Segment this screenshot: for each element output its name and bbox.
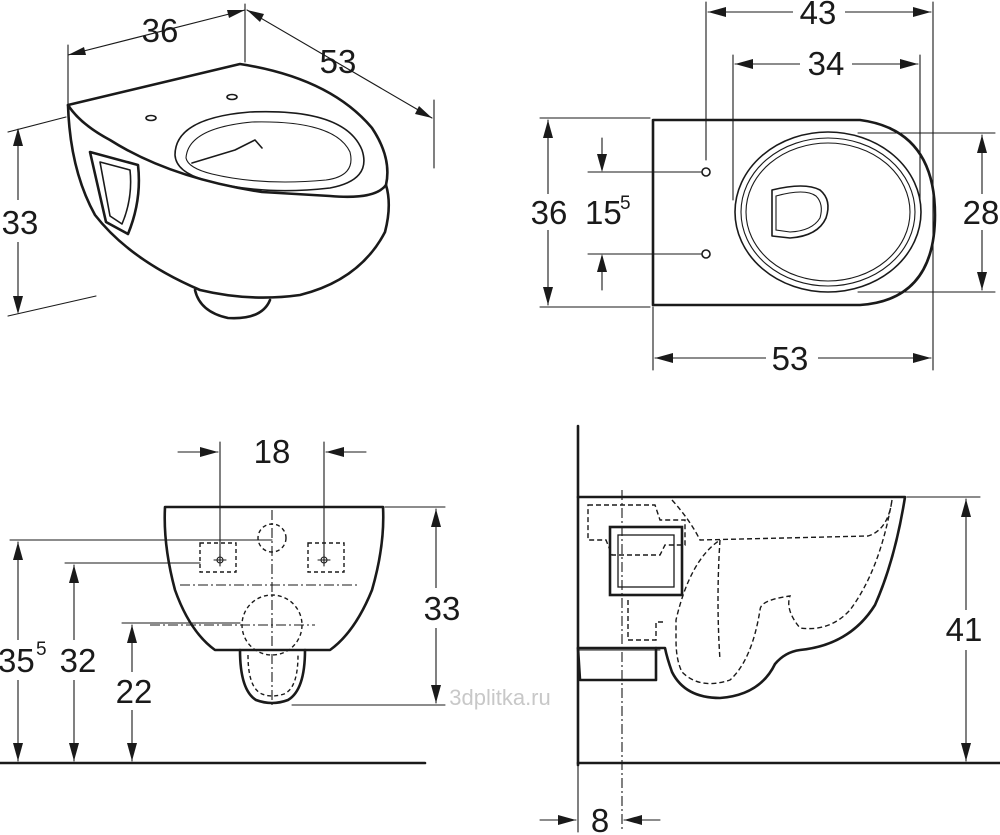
front-bowl-height-label: 33 bbox=[424, 590, 461, 627]
iso-bowl-rim bbox=[174, 110, 365, 192]
top-overall-depth-label: 53 bbox=[772, 340, 809, 377]
top-mount-hole-lower bbox=[701, 249, 711, 259]
top-mount-hole-upper bbox=[701, 167, 711, 177]
side-height-label: 41 bbox=[946, 611, 983, 648]
isometric-view: 36 53 33 bbox=[0, 3, 435, 320]
front-bolt-height-label: 32 bbox=[60, 642, 97, 679]
top-bowl-width-label: 34 bbox=[808, 45, 845, 82]
side-outlet-offset-label: 8 bbox=[591, 802, 609, 835]
front-bolt-right bbox=[307, 542, 345, 573]
top-bowl-rim bbox=[740, 137, 916, 287]
top-view: 43 34 36 15 5 28 bbox=[528, 0, 1000, 377]
iso-depth-label: 53 bbox=[320, 43, 357, 80]
side-bracket bbox=[608, 525, 684, 597]
iso-side-opening-inner bbox=[99, 161, 132, 225]
front-bolt-left bbox=[199, 542, 237, 573]
side-outlet-stub bbox=[576, 646, 658, 682]
top-bolt-spacing-label: 15 bbox=[585, 194, 622, 231]
front-top-height-sup: 5 bbox=[36, 639, 47, 660]
iso-width-label: 36 bbox=[142, 12, 179, 49]
top-outlet bbox=[771, 185, 829, 239]
iso-flush-ledge bbox=[191, 139, 263, 164]
top-bowl-outer bbox=[734, 131, 922, 293]
iso-outlet bbox=[193, 288, 272, 320]
iso-mount-hole-left bbox=[145, 114, 157, 122]
front-bolt-distance-label: 18 bbox=[254, 433, 291, 470]
top-overall-width-label: 43 bbox=[800, 0, 837, 31]
side-flush-inlet bbox=[587, 504, 686, 556]
watermark: 3dplitka.ru bbox=[449, 685, 551, 710]
iso-base-line bbox=[139, 257, 171, 276]
side-outline bbox=[576, 495, 907, 700]
top-bowl-depth-label: 28 bbox=[963, 194, 1000, 231]
iso-side-opening bbox=[88, 150, 141, 236]
top-height-label: 36 bbox=[531, 194, 568, 231]
iso-bowl-inner bbox=[185, 121, 352, 183]
front-outline bbox=[163, 505, 385, 652]
front-top-height-label: 35 bbox=[0, 642, 35, 679]
front-view: 18 33 35 5 32 22 bbox=[0, 433, 465, 765]
iso-mount-hole-right bbox=[226, 93, 238, 101]
top-outline bbox=[651, 118, 937, 307]
side-bowl-inner bbox=[671, 499, 893, 685]
front-outlet-height-label: 22 bbox=[116, 673, 153, 710]
iso-height-label: 33 bbox=[2, 204, 39, 241]
side-view: 41 8 bbox=[539, 424, 1000, 835]
top-bolt-spacing-sup: 5 bbox=[620, 193, 631, 214]
iso-body bbox=[66, 103, 391, 299]
iso-top-surface bbox=[66, 62, 389, 199]
